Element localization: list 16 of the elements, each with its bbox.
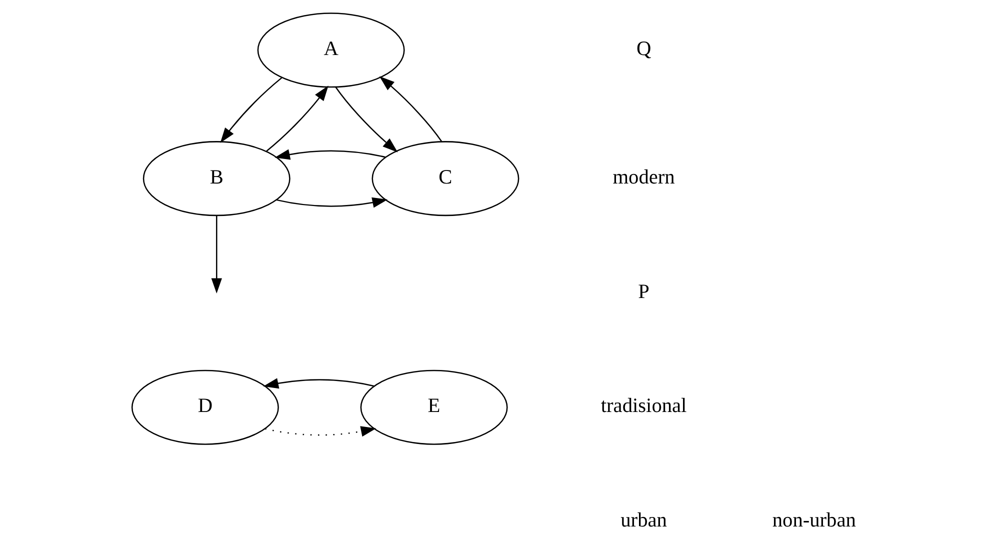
label: modern (612, 166, 674, 188)
arrow (210, 216, 222, 294)
arrow (334, 86, 398, 152)
arrow (276, 197, 388, 208)
node-ellipse: A (256, 12, 404, 88)
arrow (262, 378, 374, 389)
label: Q (636, 38, 651, 60)
arrow (266, 86, 328, 152)
arrow (220, 77, 282, 143)
label: P (638, 280, 649, 303)
arrow (264, 426, 376, 437)
arrow (378, 76, 442, 142)
arrow (274, 149, 386, 160)
label: urban (620, 510, 666, 532)
label: tradisional (600, 395, 686, 418)
label: non-urban (772, 510, 856, 532)
